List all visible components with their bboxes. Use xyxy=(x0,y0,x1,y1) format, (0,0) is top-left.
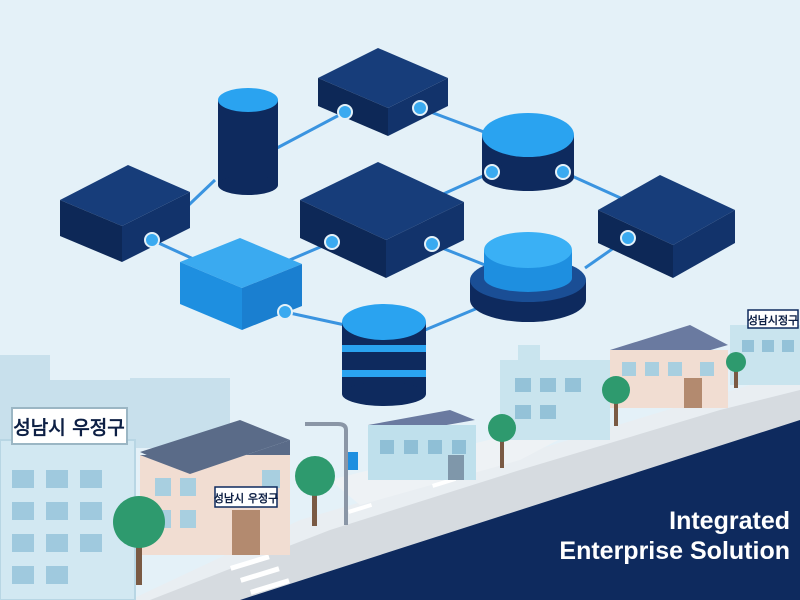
tree xyxy=(602,376,630,426)
tree xyxy=(488,414,516,468)
database-disk-stack xyxy=(470,232,586,322)
connector-dots xyxy=(144,100,636,320)
building-sign-right: 성남시정구 xyxy=(748,313,799,327)
caption-line-2: Enterprise Solution xyxy=(559,537,790,565)
database-cylinder xyxy=(482,113,574,191)
navy-corner-panel xyxy=(240,420,800,600)
street xyxy=(130,370,800,600)
network-node-box xyxy=(60,165,190,262)
building-sign-middle: 성남시 우정구 xyxy=(214,491,279,505)
street-lamp xyxy=(305,422,358,525)
office-building-left: 성남시 우정구 xyxy=(0,407,136,600)
database-cylinder xyxy=(218,88,278,195)
network-node-box xyxy=(598,175,735,278)
road-markings xyxy=(230,476,457,595)
tree xyxy=(113,496,165,585)
network-node-box-highlight xyxy=(180,238,302,330)
caption-line-1: Integrated xyxy=(669,507,790,535)
database-cylinder xyxy=(342,304,426,406)
building-sign-left: 성남시 우정구 xyxy=(13,417,125,439)
office-building-right: 성남시정구 xyxy=(500,309,800,440)
tree xyxy=(726,352,746,388)
tree xyxy=(295,456,335,526)
office-building-center xyxy=(368,410,476,480)
network-node-box xyxy=(300,162,464,278)
